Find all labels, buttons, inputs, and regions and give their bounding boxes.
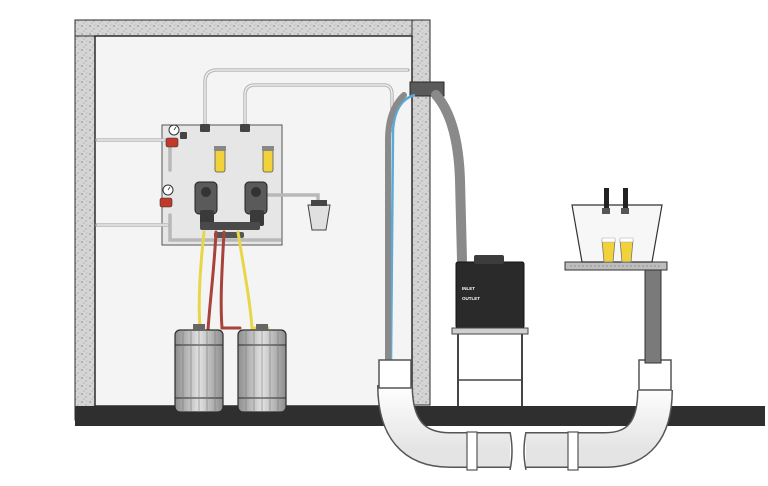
gas-lines-highlight [97, 69, 408, 226]
blue-line [389, 93, 416, 361]
pressure-gauge-icon [159, 184, 174, 208]
conduit-break [509, 431, 527, 471]
bar-post [644, 267, 662, 364]
gas-filter-cup [307, 200, 331, 231]
pump-icon [244, 181, 268, 226]
faucet-icon [621, 188, 629, 214]
underground-conduit [377, 384, 673, 468]
chiller-inlet-label: INLET [462, 286, 475, 291]
keg-icon [174, 324, 224, 413]
beer-glass-icon [601, 237, 616, 263]
conduit-risers [378, 359, 672, 391]
fob-detector-left [214, 146, 226, 173]
beer-lines [197, 230, 270, 332]
beer-glass-icon [619, 237, 634, 263]
chiller-stand [451, 327, 529, 406]
conduit-couplings [466, 431, 579, 471]
fob-detector-right [262, 146, 274, 173]
board-fittings [180, 124, 250, 139]
bar-top [564, 261, 668, 271]
pressure-gauge-icon [165, 124, 180, 148]
trunk-line-down [385, 90, 467, 363]
draft-tower [571, 204, 663, 263]
chiller-outlet-label: OUTLET [462, 296, 480, 301]
faucet-icon [602, 188, 610, 214]
pump-manifold [200, 222, 260, 238]
glycol-chiller-icon: INLET OUTLET [455, 255, 525, 329]
keg-icon [237, 324, 287, 413]
